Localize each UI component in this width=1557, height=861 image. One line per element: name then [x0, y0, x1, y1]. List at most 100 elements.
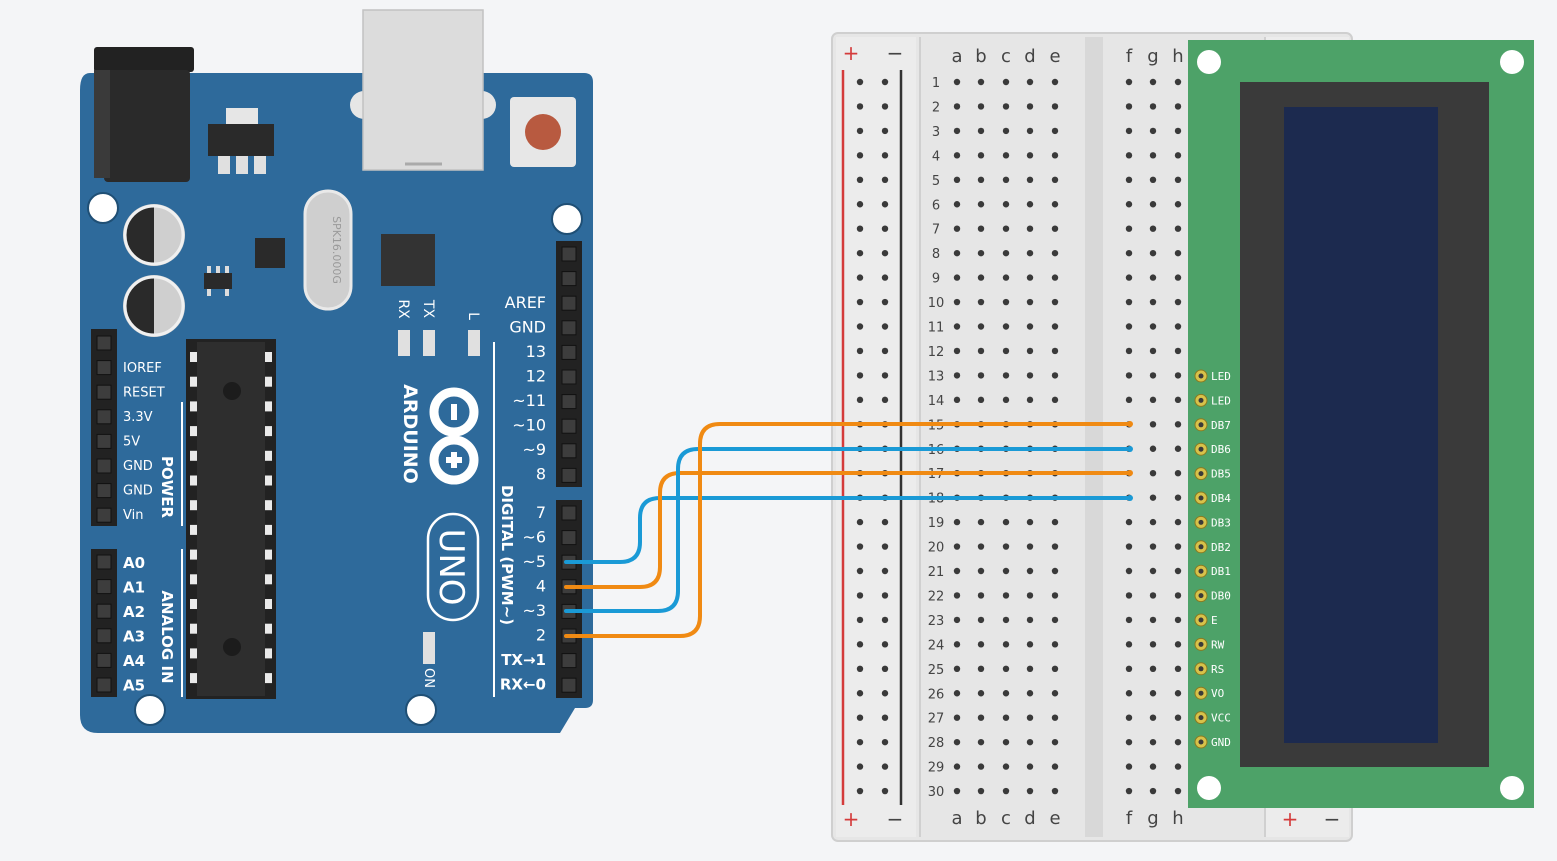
- breadboard-hole[interactable]: [953, 543, 961, 550]
- breadboard-hole[interactable]: [953, 665, 961, 672]
- breadboard-hole[interactable]: [1002, 249, 1010, 257]
- header-socket[interactable]: [96, 409, 112, 425]
- breadboard-hole[interactable]: [1174, 103, 1182, 110]
- breadboard-hole[interactable]: [953, 372, 961, 379]
- breadboard-hole[interactable]: [1026, 616, 1034, 624]
- breadboard-hole[interactable]: [1125, 396, 1133, 404]
- breadboard-hole[interactable]: [1174, 665, 1182, 672]
- breadboard-hole[interactable]: [1174, 152, 1182, 159]
- breadboard-hole[interactable]: [1125, 249, 1133, 257]
- breadboard-hole[interactable]: [1149, 787, 1157, 795]
- breadboard-hole[interactable]: [1051, 641, 1059, 648]
- breadboard-hole[interactable]: [1002, 347, 1010, 355]
- breadboard-hole[interactable]: [1026, 298, 1034, 306]
- rail-hole[interactable]: [856, 274, 864, 281]
- breadboard-hole[interactable]: [1149, 421, 1157, 428]
- analog-header[interactable]: [91, 549, 117, 697]
- breadboard-hole[interactable]: [1051, 396, 1059, 404]
- breadboard-hole[interactable]: [953, 396, 961, 404]
- rail-hole[interactable]: [856, 347, 864, 355]
- rail-hole[interactable]: [856, 690, 864, 697]
- breadboard-hole[interactable]: [1125, 274, 1133, 281]
- breadboard-hole[interactable]: [1002, 323, 1010, 330]
- breadboard-hole[interactable]: [953, 616, 961, 624]
- rail-hole[interactable]: [881, 249, 889, 257]
- breadboard-hole[interactable]: [1026, 152, 1034, 159]
- breadboard-hole[interactable]: [1125, 127, 1133, 135]
- header-socket[interactable]: [561, 505, 577, 521]
- breadboard-hole[interactable]: [1149, 567, 1157, 575]
- breadboard-hole[interactable]: [1051, 518, 1059, 526]
- breadboard-hole[interactable]: [1174, 176, 1182, 183]
- header-socket[interactable]: [96, 579, 112, 595]
- breadboard-hole[interactable]: [1051, 592, 1059, 599]
- header-socket[interactable]: [96, 652, 112, 668]
- breadboard-hole[interactable]: [1026, 396, 1034, 404]
- breadboard-hole[interactable]: [1002, 787, 1010, 795]
- breadboard-hole[interactable]: [1051, 690, 1059, 697]
- rail-hole[interactable]: [881, 738, 889, 746]
- breadboard-hole[interactable]: [1125, 152, 1133, 159]
- digital-header-lower[interactable]: [556, 500, 582, 698]
- breadboard-hole[interactable]: [1026, 323, 1034, 330]
- breadboard-hole[interactable]: [1002, 274, 1010, 281]
- breadboard-hole[interactable]: [1002, 176, 1010, 183]
- breadboard-hole[interactable]: [1051, 298, 1059, 306]
- header-socket[interactable]: [561, 369, 577, 385]
- breadboard-hole[interactable]: [977, 152, 985, 159]
- breadboard-hole[interactable]: [953, 518, 961, 526]
- header-socket[interactable]: [96, 458, 112, 474]
- header-socket[interactable]: [561, 320, 577, 336]
- rail-hole[interactable]: [881, 347, 889, 355]
- breadboard-hole[interactable]: [1002, 372, 1010, 379]
- breadboard-hole[interactable]: [953, 78, 961, 86]
- breadboard-hole[interactable]: [1026, 518, 1034, 526]
- breadboard-hole[interactable]: [953, 225, 961, 232]
- reset-button-cap[interactable]: [525, 114, 561, 150]
- header-socket[interactable]: [96, 677, 112, 693]
- breadboard-hole[interactable]: [953, 127, 961, 135]
- breadboard-hole[interactable]: [977, 78, 985, 86]
- breadboard-hole[interactable]: [1149, 592, 1157, 599]
- breadboard-hole[interactable]: [1174, 616, 1182, 624]
- breadboard-hole[interactable]: [1026, 225, 1034, 232]
- breadboard-hole[interactable]: [1149, 543, 1157, 550]
- breadboard-hole[interactable]: [1125, 298, 1133, 306]
- breadboard-hole[interactable]: [977, 641, 985, 648]
- breadboard-hole[interactable]: [977, 616, 985, 624]
- breadboard-hole[interactable]: [1026, 690, 1034, 697]
- rail-hole[interactable]: [856, 78, 864, 86]
- breadboard-hole[interactable]: [1002, 738, 1010, 746]
- rail-hole[interactable]: [881, 714, 889, 721]
- breadboard-hole[interactable]: [1125, 347, 1133, 355]
- rail-hole[interactable]: [856, 763, 864, 770]
- breadboard-hole[interactable]: [1002, 616, 1010, 624]
- breadboard-hole[interactable]: [1125, 690, 1133, 697]
- rail-hole[interactable]: [881, 298, 889, 306]
- header-socket[interactable]: [561, 653, 577, 669]
- jumper-wires[interactable]: [564, 421, 1133, 638]
- breadboard-hole[interactable]: [977, 543, 985, 550]
- breadboard-hole[interactable]: [1149, 225, 1157, 232]
- breadboard-hole[interactable]: [953, 201, 961, 208]
- breadboard-hole[interactable]: [1002, 641, 1010, 648]
- breadboard-hole[interactable]: [1174, 249, 1182, 257]
- breadboard-hole[interactable]: [1051, 225, 1059, 232]
- breadboard-hole[interactable]: [1149, 396, 1157, 404]
- breadboard-hole[interactable]: [1002, 543, 1010, 550]
- rail-hole[interactable]: [856, 592, 864, 599]
- breadboard-hole[interactable]: [1051, 201, 1059, 208]
- breadboard-hole[interactable]: [953, 714, 961, 721]
- breadboard-hole[interactable]: [1051, 152, 1059, 159]
- header-socket[interactable]: [96, 384, 112, 400]
- breadboard-hole[interactable]: [1149, 249, 1157, 257]
- header-socket[interactable]: [561, 443, 577, 459]
- breadboard-hole[interactable]: [1174, 298, 1182, 306]
- breadboard-hole[interactable]: [953, 152, 961, 159]
- header-sockets[interactable]: [96, 246, 577, 693]
- breadboard-hole[interactable]: [953, 592, 961, 599]
- breadboard-hole[interactable]: [1149, 641, 1157, 648]
- breadboard-hole[interactable]: [1026, 787, 1034, 795]
- breadboard-hole[interactable]: [1026, 592, 1034, 599]
- breadboard-hole[interactable]: [1051, 787, 1059, 795]
